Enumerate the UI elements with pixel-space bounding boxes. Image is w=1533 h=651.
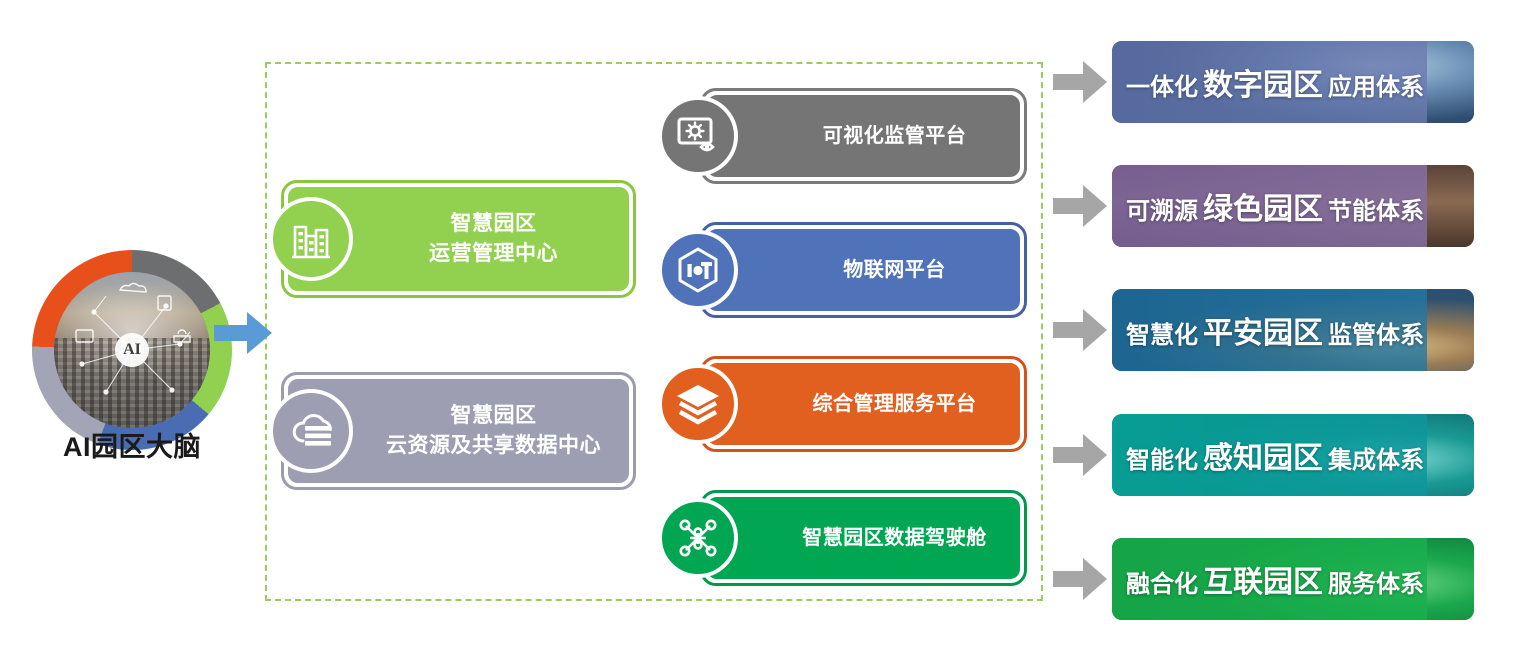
- arrow-right-icon: [1053, 61, 1107, 103]
- banner-middle: 互联园区: [1203, 566, 1323, 599]
- card-title: 物联网平台: [843, 258, 946, 281]
- banner-middle: 平安园区: [1203, 317, 1323, 350]
- banner-safe-park[interactable]: 智慧化平安园区监管体系: [1112, 289, 1474, 371]
- arrow-right-icon: [1053, 434, 1107, 476]
- card-integrated-management-platform[interactable]: 综合管理服务平台: [658, 356, 1027, 452]
- arrow-right-icon: [1053, 558, 1107, 600]
- banner-tint: [1112, 414, 1427, 496]
- brain-label: AI园区大脑: [63, 432, 201, 462]
- banner-text: 智能化感知园区集成体系: [1126, 433, 1466, 477]
- ai-brain-graphic: AI: [32, 250, 232, 450]
- banner-row: 融合化互联园区服务体系: [1053, 538, 1478, 620]
- banner-sensing-park[interactable]: 智能化感知园区集成体系: [1112, 414, 1474, 496]
- card-title: 可视化监管平台: [822, 124, 967, 147]
- card-iot-platform[interactable]: 物联网平台: [658, 222, 1027, 318]
- banner-prefix: 可溯源: [1126, 198, 1198, 225]
- banner-tint: [1112, 289, 1427, 371]
- brain-photo: AI: [54, 272, 210, 428]
- brain-network-mesh: [75, 282, 191, 395]
- card-visual-supervision-platform[interactable]: 可视化监管平台: [658, 88, 1027, 184]
- card-data-cockpit[interactable]: 智慧园区数据驾驶舱: [658, 490, 1027, 586]
- building-icon: [269, 197, 353, 281]
- arrow-right-icon: [1053, 309, 1107, 351]
- banner-tint: [1112, 41, 1427, 123]
- banner-row: 一体化数字园区应用体系: [1053, 41, 1478, 123]
- card-cloud-data-center[interactable]: 智慧园区 云资源及共享数据中心: [269, 372, 636, 490]
- flow-arrow-right-icon: [214, 312, 272, 354]
- banner-tint: [1112, 165, 1427, 247]
- network-nodes-icon: [658, 498, 738, 578]
- layers-icon: [658, 364, 738, 444]
- card-body: 智慧园区数据驾驶舱: [704, 494, 1023, 582]
- cloud-data-icon: [269, 389, 353, 473]
- banner-tint: [1112, 538, 1427, 620]
- card-body: 物联网平台: [704, 226, 1023, 314]
- banner-text: 智慧化平安园区监管体系: [1126, 308, 1466, 352]
- banner-row: 智能化感知园区集成体系: [1053, 414, 1478, 496]
- banner-prefix: 智能化: [1126, 447, 1198, 474]
- banner-suffix: 监管体系: [1328, 322, 1424, 349]
- banner-green-park[interactable]: 可溯源绿色园区节能体系: [1112, 165, 1474, 247]
- arrow-right-icon: [1053, 185, 1107, 227]
- banner-suffix: 节能体系: [1328, 198, 1424, 225]
- card-title-line2: 运营管理中心: [429, 242, 558, 265]
- monitor-gear-eye-icon: [658, 96, 738, 176]
- card-title-line1: 智慧园区: [450, 403, 537, 427]
- card-title-line2: 云资源及共享数据中心: [386, 434, 601, 457]
- banner-text: 融合化互联园区服务体系: [1126, 557, 1466, 601]
- ai-badge: AI: [115, 333, 149, 367]
- card-title-line1: 智慧园区: [450, 211, 537, 235]
- banner-row: 可溯源绿色园区节能体系: [1053, 165, 1478, 247]
- iot-hexagon-icon: [658, 230, 738, 310]
- card-title: 智慧园区 运营管理中心: [351, 209, 566, 270]
- card-body: 综合管理服务平台: [704, 360, 1023, 448]
- banner-row: 智慧化平安园区监管体系: [1053, 289, 1478, 371]
- banner-suffix: 服务体系: [1328, 571, 1424, 598]
- card-operations-center[interactable]: 智慧园区 运营管理中心: [269, 180, 636, 298]
- card-title: 智慧园区 云资源及共享数据中心: [308, 401, 609, 462]
- banner-middle: 数字园区: [1203, 69, 1323, 102]
- banner-suffix: 应用体系: [1328, 74, 1424, 101]
- banner-middle: 感知园区: [1203, 442, 1323, 475]
- banner-suffix: 集成体系: [1328, 447, 1424, 474]
- card-title: 智慧园区数据驾驶舱: [802, 526, 987, 549]
- banner-digital-park[interactable]: 一体化数字园区应用体系: [1112, 41, 1474, 123]
- banner-prefix: 融合化: [1126, 571, 1198, 598]
- banner-prefix: 一体化: [1126, 74, 1198, 101]
- banner-text: 一体化数字园区应用体系: [1126, 60, 1466, 104]
- card-title: 综合管理服务平台: [812, 392, 977, 415]
- banner-prefix: 智慧化: [1126, 322, 1198, 349]
- banner-middle: 绿色园区: [1203, 193, 1323, 226]
- banner-connected-park[interactable]: 融合化互联园区服务体系: [1112, 538, 1474, 620]
- banner-text: 可溯源绿色园区节能体系: [1126, 184, 1466, 228]
- card-body: 可视化监管平台: [704, 92, 1023, 180]
